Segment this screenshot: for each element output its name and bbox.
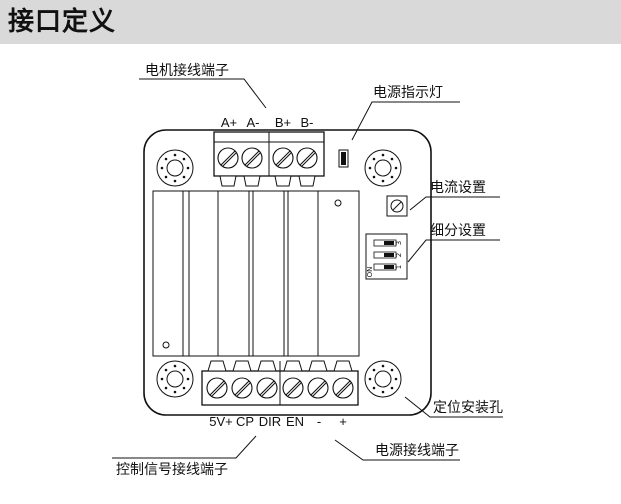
dip-number-1: 1 xyxy=(395,265,403,269)
callout-subdivision-setting: 细分设置 xyxy=(430,223,486,239)
mounting-hole-bottom-right xyxy=(364,360,402,398)
page-title: 接口定义 xyxy=(8,7,117,37)
motor-pin-b-minus: B- xyxy=(301,115,314,130)
callout-control-terminal: 控制信号接线端子 xyxy=(116,461,228,478)
callout-leaders xyxy=(112,78,503,461)
dip-number-3: 3 xyxy=(395,241,403,245)
heatsink xyxy=(152,190,360,357)
motor-terminal-block xyxy=(213,131,325,187)
motor-pin-a-minus: A- xyxy=(247,115,260,130)
header-bar: 接口定义 xyxy=(0,0,621,44)
mounting-hole-top-left xyxy=(156,149,194,187)
control-pin-5v: 5V+ xyxy=(209,414,233,429)
callout-motor-terminal: 电机接线端子 xyxy=(145,62,229,79)
current-potentiometer xyxy=(386,195,408,217)
power-pin-plus: + xyxy=(339,414,347,429)
control-pin-en: EN xyxy=(286,414,304,429)
callout-power-indicator: 电源指示灯 xyxy=(373,85,443,101)
power-led xyxy=(338,149,349,168)
control-pin-cp: CP xyxy=(236,414,254,429)
callout-power-terminal: 电源接线端子 xyxy=(375,442,459,459)
mounting-hole-top-right xyxy=(364,149,402,187)
motor-pin-a-plus: A+ xyxy=(221,115,237,130)
dip-switch: 3 2 1 ON xyxy=(365,233,408,280)
control-pin-dir: DIR xyxy=(259,414,281,429)
control-power-terminal-block xyxy=(201,360,359,406)
dip-number-2: 2 xyxy=(395,253,403,257)
callout-mounting-hole: 定位安装孔 xyxy=(433,400,503,416)
callout-current-setting: 电流设置 xyxy=(430,180,486,196)
motor-pin-b-plus: B+ xyxy=(275,115,291,130)
power-pin-minus: - xyxy=(317,414,321,429)
mounting-hole-bottom-left xyxy=(156,360,194,398)
dip-on-label: ON xyxy=(366,267,374,278)
